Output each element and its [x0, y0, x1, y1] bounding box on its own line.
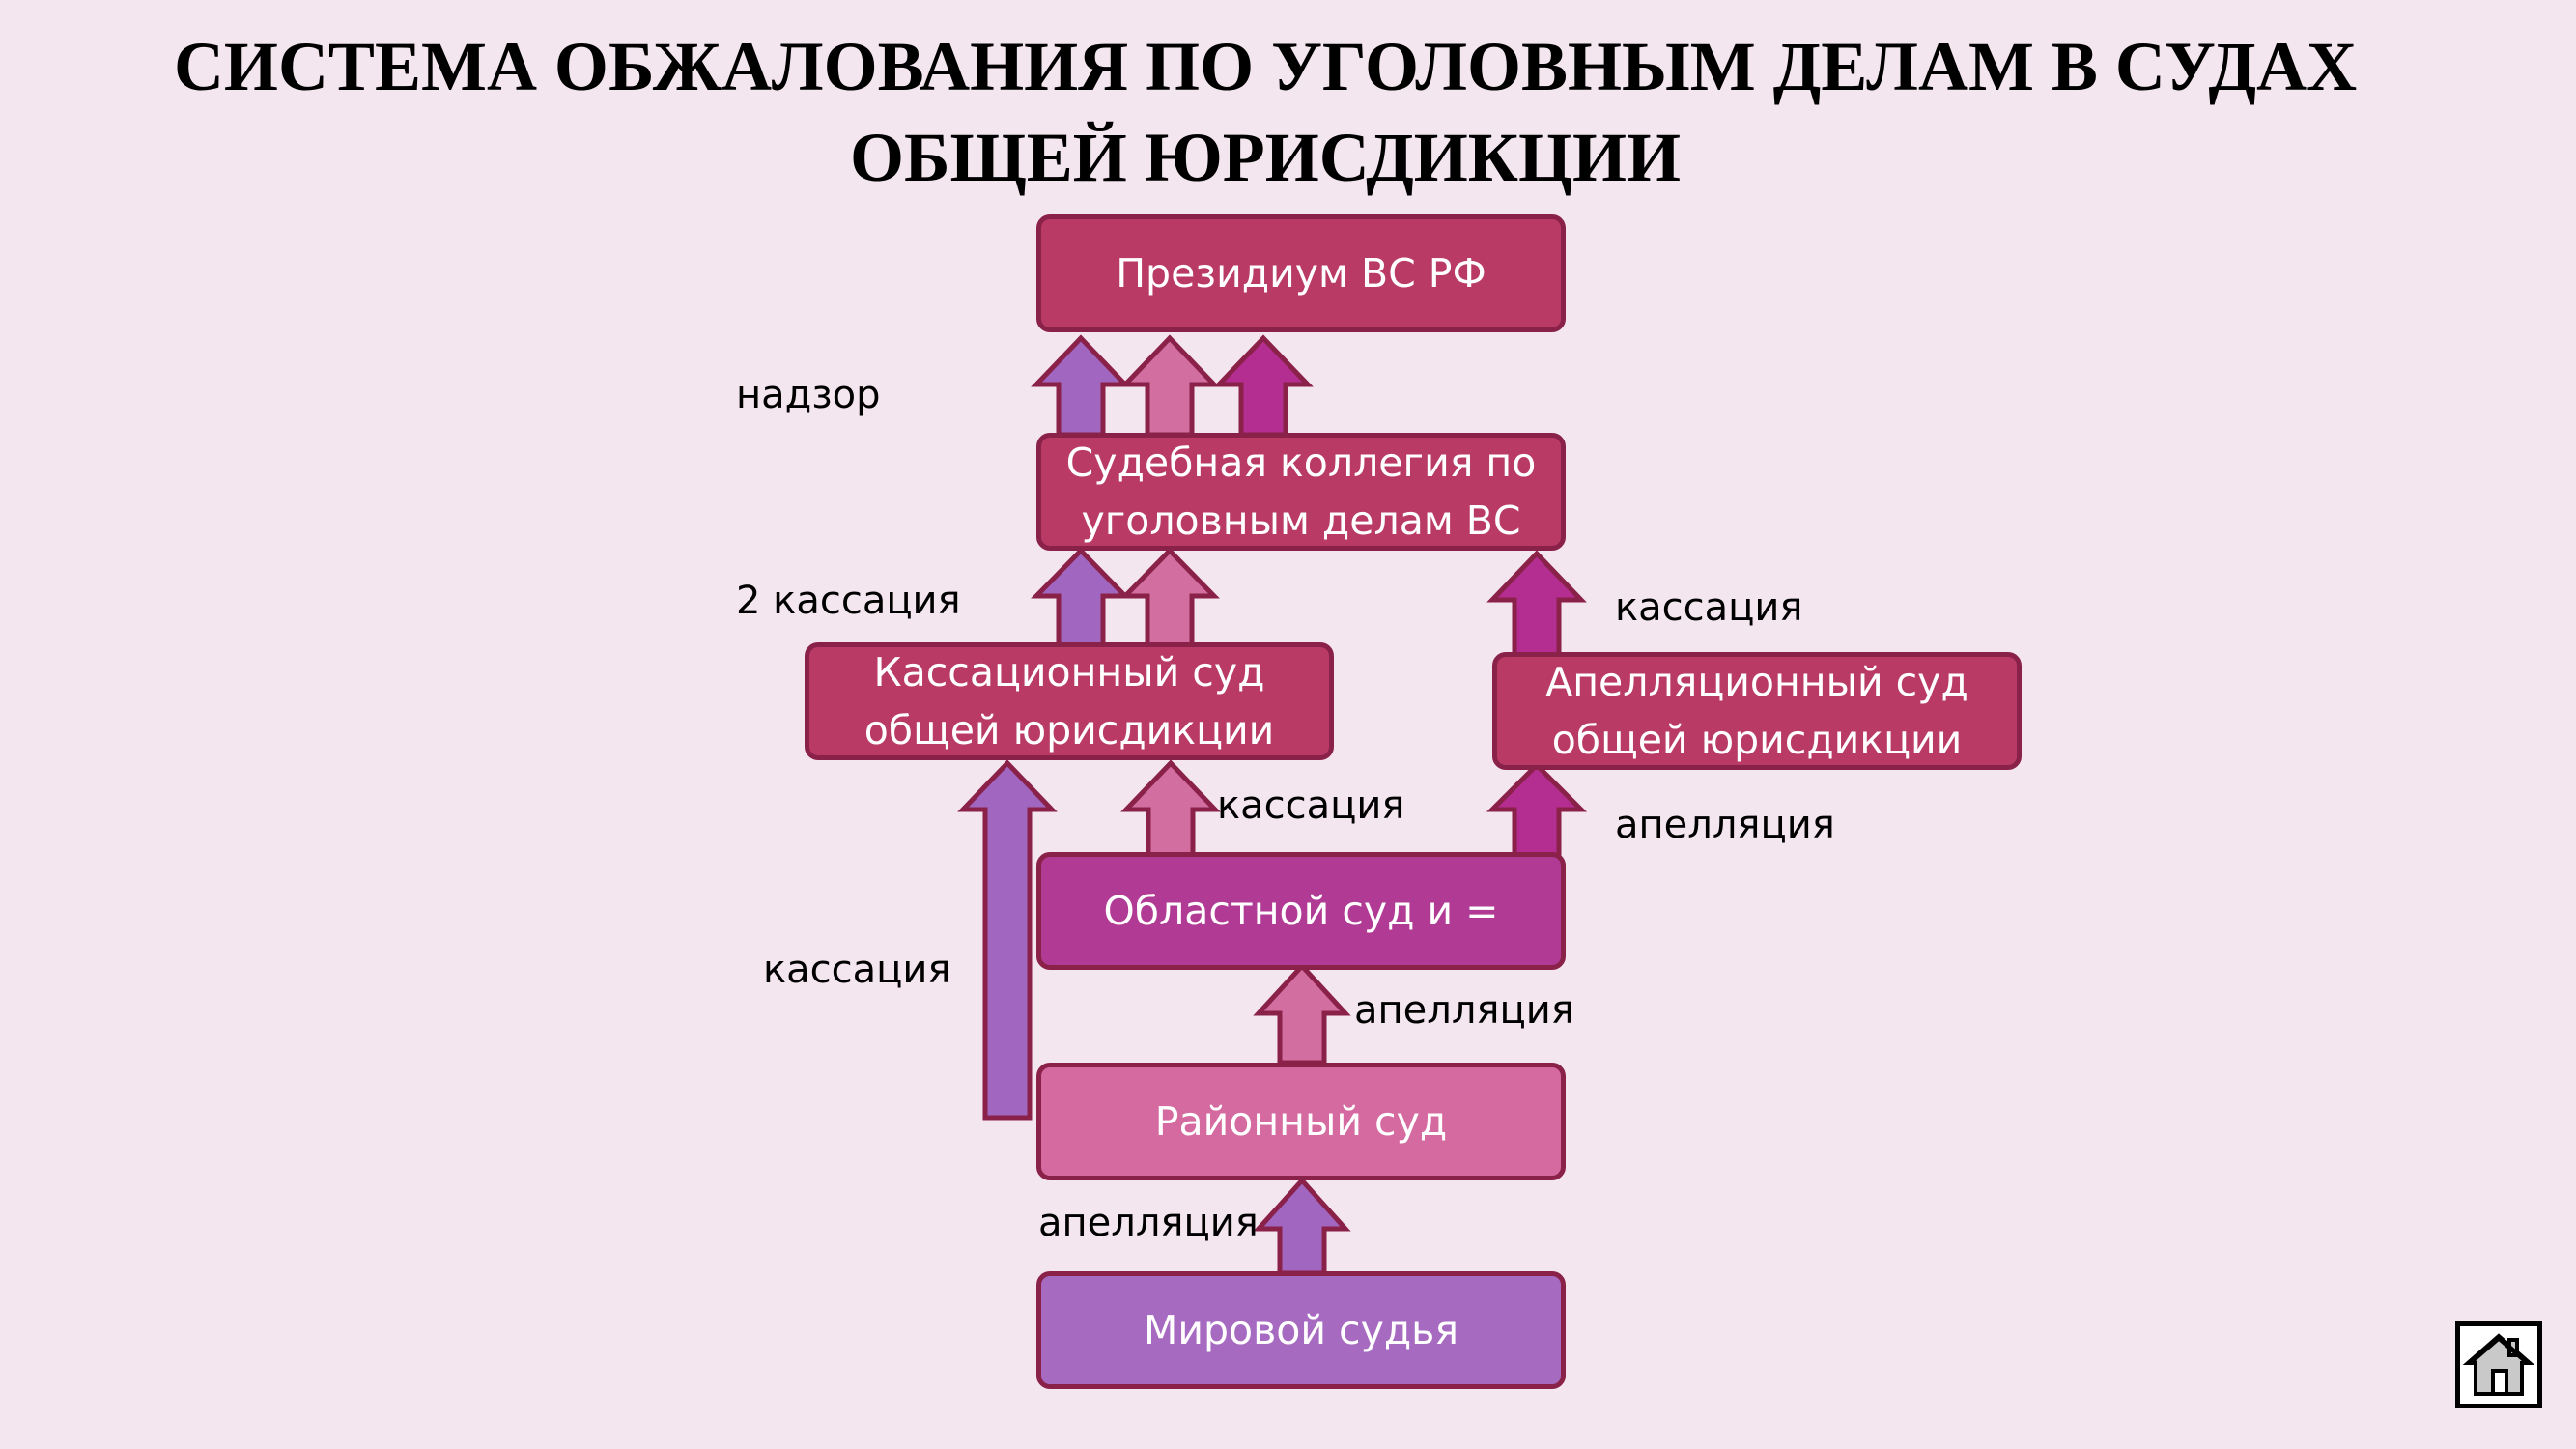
page-title: СИСТЕМА ОБЖАЛОВАНИЯ ПО УГОЛОВНЫМ ДЕЛАМ В…	[0, 21, 2531, 203]
arrow-cassation-to-collegium-1	[1031, 547, 1131, 648]
label-cassation-mid: кассация	[1217, 783, 1405, 828]
arrow-district-to-cassation-court	[957, 759, 1058, 1121]
arrow-collegium-to-presidium-2	[1119, 334, 1220, 438]
box-regional-court: Областной суд и =	[1036, 852, 1566, 970]
arrow-district-to-regional	[1253, 962, 1351, 1065]
box-cassation-court-label-1: Кассационный суд	[873, 649, 1265, 696]
box-magistrate: Мировой судья	[1036, 1271, 1566, 1389]
label-appeal-right: апелляция	[1615, 803, 1835, 847]
box-magistrate-label: Мировой судья	[1143, 1307, 1459, 1353]
box-district-court: Районный суд	[1036, 1063, 1566, 1180]
box-regional-court-label: Областной суд и =	[1103, 888, 1499, 934]
title-line-2: ОБЩЕЙ ЮРИСДИКЦИИ	[850, 119, 1681, 196]
home-button[interactable]	[2455, 1321, 2542, 1408]
label-cassation-2: 2 кассация	[736, 579, 961, 623]
box-collegium-label-2: уголовным делам ВС	[1081, 497, 1521, 544]
box-appeal-court: Апелляционный суд общей юрисдикции	[1492, 652, 2022, 770]
arrow-magistrate-to-district	[1253, 1177, 1351, 1276]
arrow-regional-to-cassation-court	[1120, 759, 1221, 858]
box-presidium-label: Президиум ВС РФ	[1116, 250, 1486, 297]
box-presidium: Президиум ВС РФ	[1036, 214, 1566, 332]
arrow-collegium-to-presidium-3	[1213, 334, 1314, 438]
label-appeal-mid: апелляция	[1354, 988, 1574, 1033]
label-appeal-bottom: апелляция	[1038, 1201, 1259, 1245]
box-collegium-label-1: Судебная коллегия по	[1065, 440, 1537, 486]
arrow-cassation-to-collegium-2	[1119, 547, 1220, 648]
arrow-appeal-to-collegium	[1486, 550, 1587, 658]
label-cassation-left: кассация	[763, 948, 951, 992]
box-appeal-court-label-2: общей юрисдикции	[1551, 717, 1963, 763]
label-cassation-right: кассация	[1615, 585, 1803, 630]
home-icon	[2462, 1333, 2535, 1396]
box-appeal-court-label-1: Апелляционный суд	[1545, 659, 1968, 705]
box-cassation-court: Кассационный суд общей юрисдикции	[805, 642, 1334, 760]
box-district-court-label: Районный суд	[1154, 1098, 1448, 1145]
arrow-collegium-to-presidium-1	[1031, 334, 1131, 438]
label-nadzor: надзор	[736, 373, 881, 417]
box-cassation-court-label-2: общей юрисдикции	[863, 707, 1275, 753]
title-line-1: СИСТЕМА ОБЖАЛОВАНИЯ ПО УГОЛОВНЫМ ДЕЛАМ В…	[173, 28, 2358, 105]
box-collegium: Судебная коллегия по уголовным делам ВС	[1036, 433, 1566, 551]
arrow-regional-to-appeal-court	[1486, 761, 1588, 858]
